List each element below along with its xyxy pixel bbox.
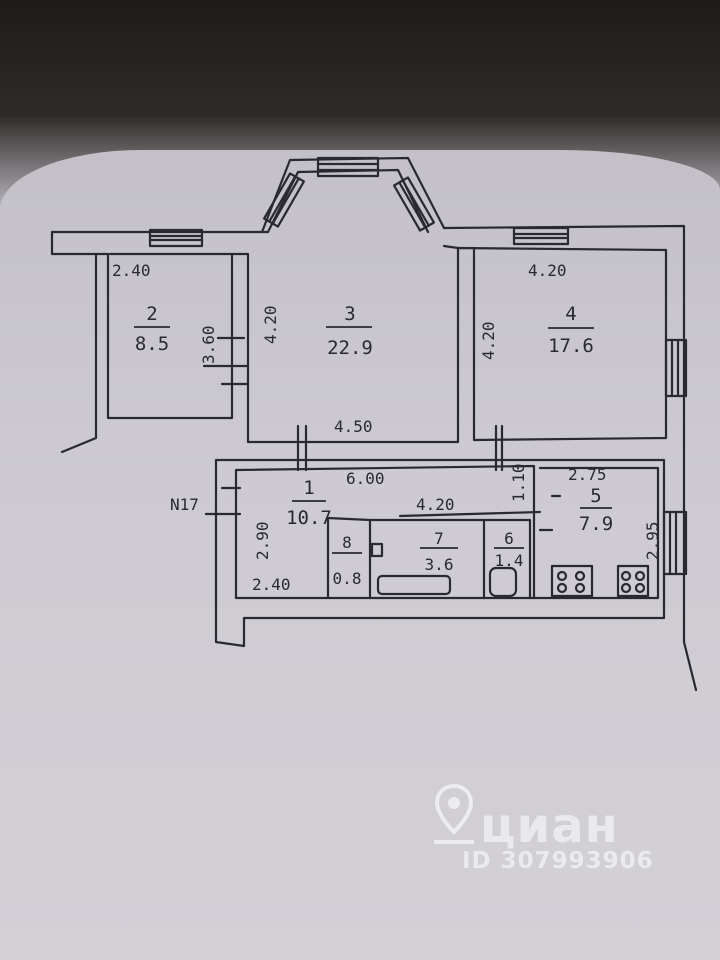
dim-corridor: 4.20 xyxy=(416,495,455,514)
room5-number: 5 xyxy=(590,485,601,507)
window-room2 xyxy=(148,228,204,248)
wall-fixture xyxy=(370,542,384,558)
dim-room3-bottom: 4.50 xyxy=(334,417,373,436)
lower-block-wall xyxy=(214,458,666,648)
door-ticks xyxy=(202,336,562,532)
room1-area: 10.7 xyxy=(286,507,332,529)
room4-area: 17.6 xyxy=(548,335,594,357)
paper-sheet xyxy=(0,150,720,960)
stove xyxy=(550,564,594,598)
window-bay-top xyxy=(316,156,380,178)
room6-walls xyxy=(482,518,532,600)
room3-area: 22.9 xyxy=(327,337,373,359)
outer-wall-left xyxy=(50,230,270,454)
room2-number: 2 xyxy=(146,303,157,325)
dim-room4-top: 4.20 xyxy=(528,261,567,280)
dim-room5-top: 2.75 xyxy=(568,465,607,484)
dim-room3-left: 4.20 xyxy=(261,305,280,344)
dim-room4-left: 4.20 xyxy=(479,321,498,360)
apartment-number: N17 xyxy=(170,495,199,514)
window-bay-left xyxy=(262,172,306,228)
dim-room1-bottom: 2.40 xyxy=(252,575,291,594)
location-pin-icon xyxy=(434,783,474,844)
dim-room2-side: 3.60 xyxy=(199,325,218,364)
window-kitchen-side xyxy=(662,510,688,576)
room6-number: 6 xyxy=(504,529,514,548)
room5-area: 7.9 xyxy=(579,513,613,535)
dim-room1-top: 6.00 xyxy=(346,469,385,488)
window-bay-right xyxy=(392,176,436,232)
dim-room5-side: 2.95 xyxy=(643,521,662,560)
watermark-brand: циан xyxy=(480,798,619,854)
outer-wall-top xyxy=(230,224,698,692)
corridor-line xyxy=(398,510,542,518)
room4-number: 4 xyxy=(565,303,576,325)
window-room4-top xyxy=(512,226,570,246)
dim-room2-top: 2.40 xyxy=(112,261,151,280)
room3-number: 3 xyxy=(344,303,355,325)
room8-number: 8 xyxy=(342,533,352,552)
dim-room1-side: 2.90 xyxy=(253,521,272,560)
sink xyxy=(616,564,650,598)
room2-area: 8.5 xyxy=(135,333,169,355)
watermark-listing-id: ID 307993906 xyxy=(462,848,654,874)
inner-outline xyxy=(234,464,660,600)
bathtub xyxy=(376,574,452,596)
room7-area: 3.6 xyxy=(425,555,454,574)
room7-number: 7 xyxy=(434,529,444,548)
room3-right-wall xyxy=(442,244,460,250)
room6-area: 1.4 xyxy=(495,551,524,570)
room1-number: 1 xyxy=(303,477,314,499)
window-room4-side xyxy=(664,338,688,398)
dim-room6-top: 1.10 xyxy=(509,463,528,502)
toilet xyxy=(488,566,518,598)
room8-area: 0.8 xyxy=(333,569,362,588)
